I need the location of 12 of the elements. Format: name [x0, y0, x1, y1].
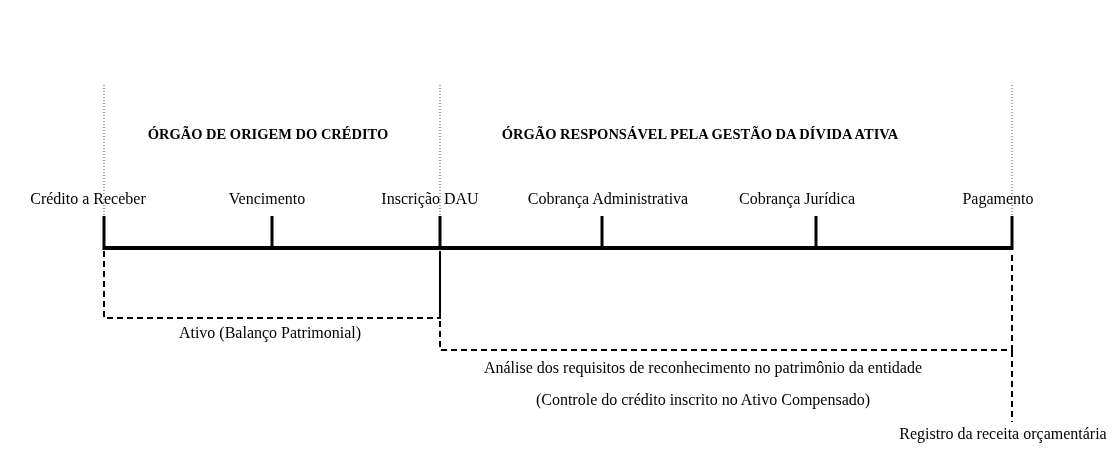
- timeline-label: Pagamento: [962, 189, 1034, 209]
- timeline-label: Crédito a Receber: [30, 189, 146, 209]
- timeline-label: Cobrança Jurídica: [739, 189, 855, 209]
- bracket-label: (Controle do crédito inscrito no Ativo Compensado): [535, 390, 871, 410]
- timeline-label: Inscrição DAU: [381, 189, 479, 209]
- timeline-label: Cobrança Administrativa: [527, 189, 689, 209]
- section-heading: ÓRGÃO DE ORIGEM DO CRÉDITO: [147, 126, 389, 144]
- bracket-label: Registro da receita orçamentária: [899, 424, 1107, 444]
- section-heading: ÓRGÃO RESPONSÁVEL PELA GESTÃO DA DÍVIDA ATIVA: [501, 126, 899, 144]
- bracket-label: Análise dos requisitos de reconhecimento no patrimônio da entidade: [483, 358, 923, 378]
- timeline-label: Vencimento: [228, 189, 306, 209]
- bracket-label: Ativo (Balanço Patrimonial): [178, 323, 362, 343]
